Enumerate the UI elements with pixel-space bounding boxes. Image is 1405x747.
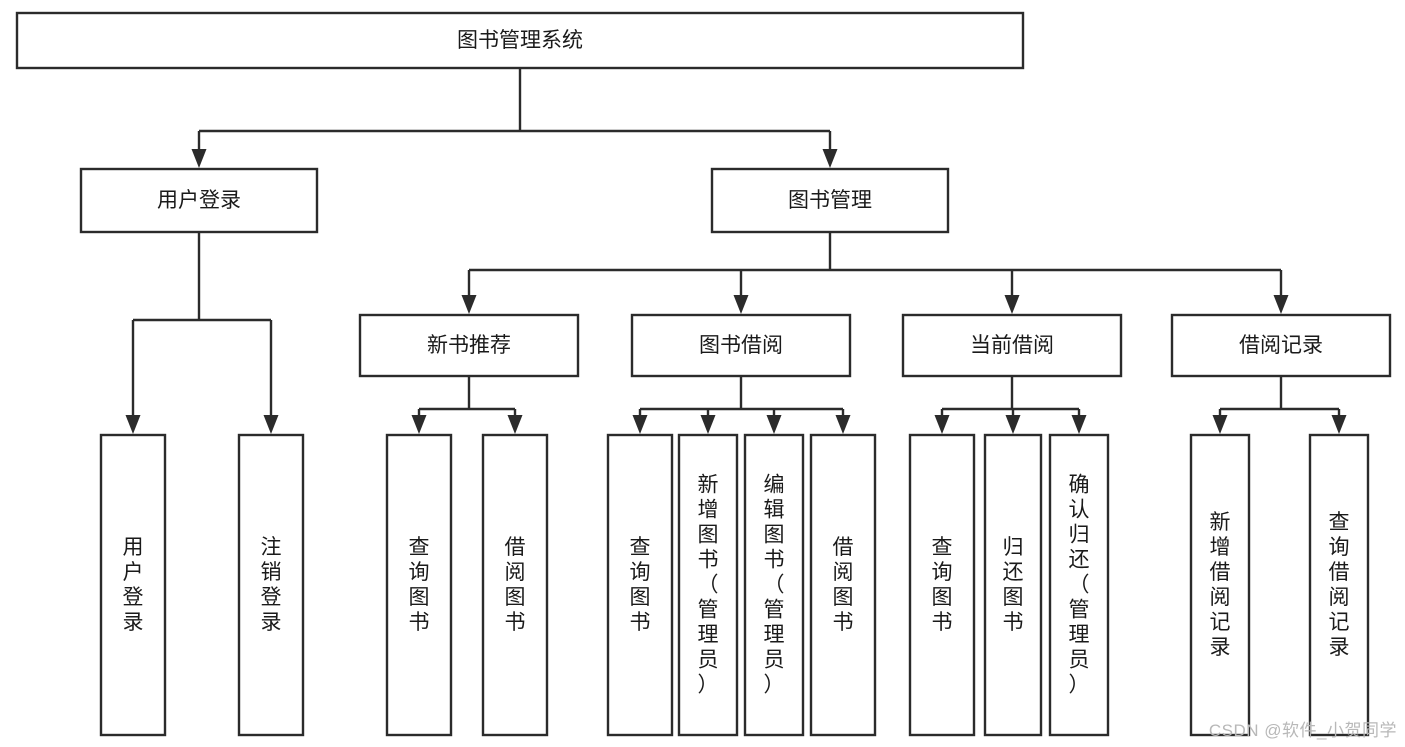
node-label: 编辑图书（管理员） [764,474,785,697]
edge-arrowhead [411,415,427,434]
edge-arrowhead [125,415,141,434]
node-borrow-record[interactable]: 借阅记录 [1170,313,1392,378]
edge-arrowhead [1331,415,1347,434]
node-box [385,433,453,737]
node-label: 归还图书 [1003,536,1024,634]
node-leaf-user-login[interactable]: 用户登录 [99,433,167,737]
node-label: 当前借阅 [970,334,1054,357]
node-current-borrow[interactable]: 当前借阅 [901,313,1123,378]
edge-layer [125,68,1347,434]
node-label: 查询借阅记录 [1329,511,1350,659]
node-book-manage[interactable]: 图书管理 [710,167,950,234]
node-label: 用户登录 [123,536,144,634]
node-label: 新增图书（管理员） [698,474,719,697]
node-box [79,167,319,234]
node-box [1189,433,1251,737]
node-leaf-add-record[interactable]: 新增借阅记录 [1189,433,1251,737]
edge-group-current-borrow [934,376,1087,434]
node-label: 借阅图书 [833,536,854,634]
node-label: 新增借阅记录 [1210,511,1231,659]
node-leaf-query-record[interactable]: 查询借阅记录 [1308,433,1370,737]
node-leaf-return-book[interactable]: 归还图书 [983,433,1043,737]
node-label: 图书借阅 [699,334,783,357]
edge-arrowhead [191,149,207,168]
node-leaf-borrow-book-2[interactable]: 借阅图书 [809,433,877,737]
edge-group-book-borrow [632,376,851,434]
node-user-login[interactable]: 用户登录 [79,167,319,234]
node-box [358,313,580,378]
node-leaf-logout[interactable]: 注销登录 [237,433,305,737]
node-box [743,433,805,737]
edge-group-borrow-record [1212,376,1347,434]
node-label: 新书推荐 [427,334,511,357]
node-leaf-query-book-2[interactable]: 查询图书 [606,433,674,737]
node-box [99,433,167,737]
node-book-borrow[interactable]: 图书借阅 [630,313,852,378]
edge-arrowhead [1005,415,1021,434]
node-box [908,433,976,737]
node-box [1308,433,1370,737]
node-leaf-query-book-3[interactable]: 查询图书 [908,433,976,737]
node-box [677,433,739,737]
node-label: 图书管理 [788,189,872,212]
node-box [1048,433,1110,737]
edge-group-user-login [125,232,279,434]
edge-group-root [191,68,838,168]
node-box [901,313,1123,378]
edge-arrowhead [766,415,782,434]
edge-arrowhead [733,295,749,314]
edge-arrowhead [822,149,838,168]
node-root[interactable]: 图书管理系统 [15,11,1025,70]
node-label: 查询图书 [932,536,953,634]
edge-arrowhead [263,415,279,434]
node-box [710,167,950,234]
edge-arrowhead [1071,415,1087,434]
node-box [983,433,1043,737]
node-label: 查询图书 [630,536,651,634]
edge-arrowhead [1212,415,1228,434]
edge-group-book-manage [461,232,1289,314]
edge-arrowhead [700,415,716,434]
node-label: 用户登录 [157,189,241,212]
node-layer: 图书管理系统用户登录图书管理新书推荐图书借阅当前借阅借阅记录用户登录注销登录查询… [15,11,1392,737]
node-leaf-edit-book[interactable]: 编辑图书（管理员） [743,433,805,737]
node-box [481,433,549,737]
node-box [237,433,305,737]
node-label: 借阅记录 [1239,334,1323,357]
edge-arrowhead [1273,295,1289,314]
node-label: 借阅图书 [505,536,526,634]
node-box [1170,313,1392,378]
node-label: 图书管理系统 [457,29,583,52]
node-leaf-add-book[interactable]: 新增图书（管理员） [677,433,739,737]
node-box [15,11,1025,70]
edge-arrowhead [507,415,523,434]
node-box [809,433,877,737]
node-label: 确认归还（管理员） [1069,474,1090,697]
node-new-book-rec[interactable]: 新书推荐 [358,313,580,378]
edge-arrowhead [632,415,648,434]
node-leaf-confirm-return[interactable]: 确认归还（管理员） [1048,433,1110,737]
edge-arrowhead [934,415,950,434]
node-label: 注销登录 [261,536,282,634]
node-label: 查询图书 [409,536,430,634]
node-box [630,313,852,378]
node-leaf-borrow-book-1[interactable]: 借阅图书 [481,433,549,737]
node-box [606,433,674,737]
edge-arrowhead [835,415,851,434]
edge-group-new-book-rec [411,376,523,434]
edge-arrowhead [461,295,477,314]
node-leaf-query-book-1[interactable]: 查询图书 [385,433,453,737]
edge-arrowhead [1004,295,1020,314]
